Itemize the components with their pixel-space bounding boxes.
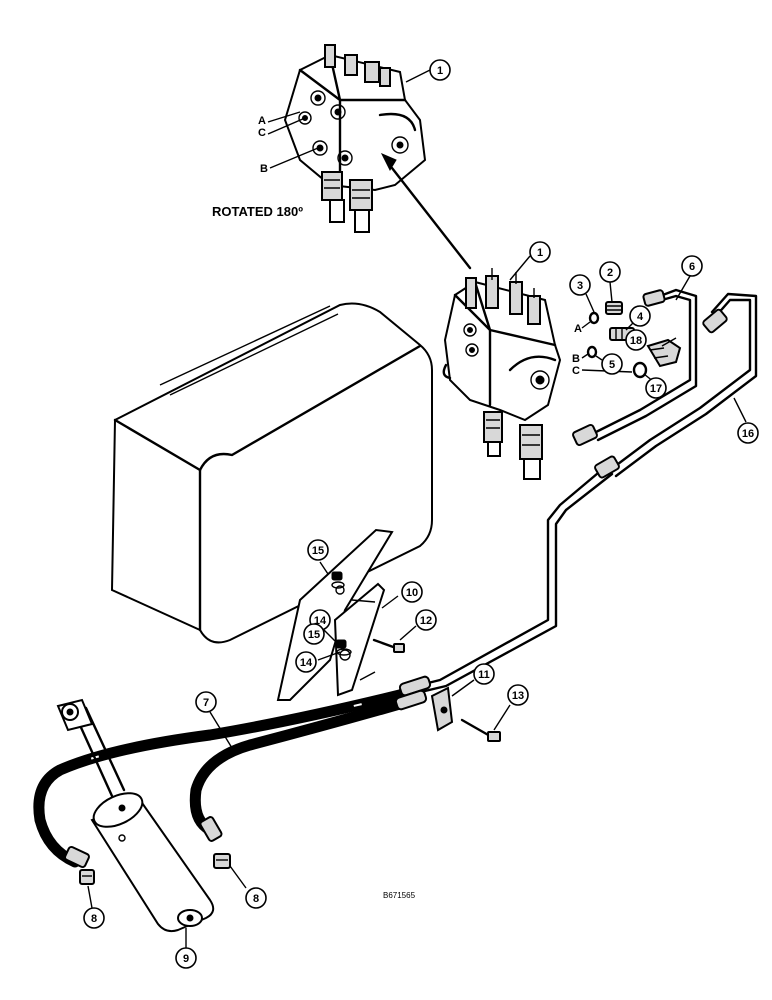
o-ring-3 <box>588 311 600 325</box>
elbow-fitting-18 <box>646 338 682 368</box>
svg-text:8: 8 <box>253 893 259 905</box>
port-label-c-top: C <box>258 127 266 139</box>
o-ring-17 <box>632 361 648 379</box>
o-ring-5 <box>586 345 598 359</box>
callout-14-lower: 14 <box>295 651 317 673</box>
callout-4: 4 <box>629 305 651 327</box>
svg-text:15: 15 <box>308 629 320 641</box>
svg-text:14: 14 <box>300 657 313 669</box>
bolt-12 <box>372 638 405 653</box>
elbow-8-left <box>79 869 95 885</box>
fittings-group <box>586 301 682 379</box>
svg-text:17: 17 <box>650 383 662 395</box>
hydraulic-hoses <box>33 675 432 869</box>
svg-text:8: 8 <box>91 913 97 925</box>
callout-2: 2 <box>599 261 621 283</box>
svg-text:18: 18 <box>630 335 642 347</box>
svg-text:9: 9 <box>183 953 189 965</box>
callout-6: 6 <box>681 255 703 277</box>
callout-9: 9 <box>175 947 197 969</box>
callout-7: 7 <box>195 691 217 713</box>
callout-15-lower: 15 <box>303 623 325 645</box>
elbow-8-right <box>213 853 231 869</box>
svg-text:10: 10 <box>406 587 418 599</box>
callout-1-top: 1 <box>429 59 451 81</box>
port-label-c-main: C <box>572 365 580 377</box>
callout-5: 5 <box>601 353 623 375</box>
port-label-b-main: B <box>572 353 580 365</box>
mounting-bracket <box>276 528 394 701</box>
steel-tube-6 <box>572 288 698 447</box>
svg-text:13: 13 <box>512 690 524 702</box>
control-valve-rotated-view <box>283 44 427 233</box>
bracket-hardware <box>331 571 352 656</box>
control-valve-main <box>442 268 562 480</box>
fitting-2 <box>605 301 623 315</box>
hydraulic-cylinder-9 <box>56 698 215 933</box>
top-port-labels: A C B <box>258 111 319 175</box>
svg-text:12: 12 <box>420 615 432 627</box>
callout-15-upper: 15 <box>307 539 329 561</box>
svg-text:3: 3 <box>577 280 583 292</box>
callout-17: 17 <box>645 377 667 399</box>
port-label-b-top: B <box>260 163 268 175</box>
hose-clip-11 <box>430 686 454 732</box>
svg-text:1: 1 <box>537 247 543 259</box>
svg-text:16: 16 <box>742 428 754 440</box>
callout-1-main: 1 <box>529 241 551 263</box>
callout-leaders <box>87 69 747 948</box>
svg-text:6: 6 <box>689 261 695 273</box>
svg-text:2: 2 <box>607 267 613 279</box>
callout-18: 18 <box>625 329 647 351</box>
callout-10: 10 <box>401 581 423 603</box>
figure-id: B671565 <box>383 891 416 900</box>
port-label-a-top: A <box>258 115 266 127</box>
callout-16: 16 <box>737 422 759 444</box>
callout-8-left: 8 <box>83 907 105 929</box>
callout-12: 12 <box>415 609 437 631</box>
steel-tube-16 <box>398 292 758 698</box>
callout-11: 11 <box>473 663 495 685</box>
svg-text:1: 1 <box>437 65 443 77</box>
rotated-caption: ROTATED 180º <box>212 204 303 219</box>
view-arrow <box>380 153 472 270</box>
callout-8-right: 8 <box>245 887 267 909</box>
svg-text:15: 15 <box>312 545 324 557</box>
svg-text:4: 4 <box>637 311 644 323</box>
port-label-a-main: A <box>574 323 582 335</box>
callout-13: 13 <box>507 684 529 706</box>
svg-text:5: 5 <box>609 359 615 371</box>
svg-text:11: 11 <box>478 669 490 681</box>
bolt-13 <box>460 718 501 742</box>
svg-text:7: 7 <box>203 697 209 709</box>
callout-3: 3 <box>569 274 591 296</box>
